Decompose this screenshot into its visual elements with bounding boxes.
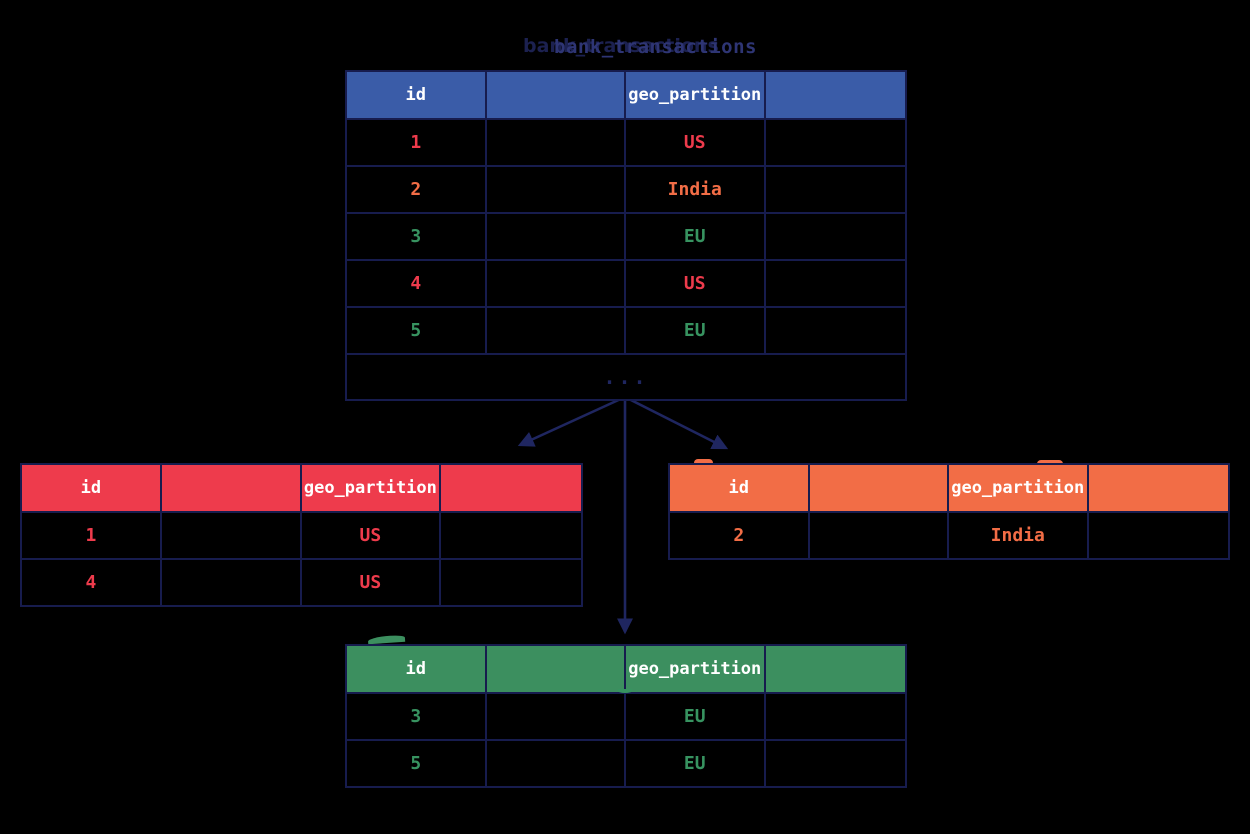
table-row: 1 US <box>22 513 581 560</box>
table-cell: EU <box>626 694 766 739</box>
column-header-empty <box>1089 465 1229 511</box>
table-cell: EU <box>626 741 766 786</box>
column-header-id: id <box>22 465 162 511</box>
column-header-id: id <box>347 72 487 118</box>
table-row: 4 US <box>22 560 581 605</box>
table-header-row: id geo_partition <box>347 72 905 120</box>
column-header-empty <box>766 72 906 118</box>
table-cell: 1 <box>347 120 487 165</box>
column-header-id: id <box>347 646 487 692</box>
ellipsis-cell: ... <box>603 365 649 389</box>
table-row: 5 EU <box>347 741 905 786</box>
table-cell <box>487 741 626 786</box>
table-cell: 4 <box>22 560 162 605</box>
table-row: 3 EU <box>347 214 905 261</box>
table-title-mono: bank_transactions <box>554 36 757 58</box>
table-cell: US <box>626 261 766 306</box>
table-cell <box>162 513 302 558</box>
column-header-empty <box>810 465 949 511</box>
ellipsis-row: ... <box>347 355 905 399</box>
table-cell <box>766 120 906 165</box>
table-row: 5 EU <box>347 308 905 355</box>
table-header-row: id geo_partition <box>347 646 905 694</box>
table-cell <box>487 214 626 259</box>
diagram-title: bank_transactions bank_transactions <box>0 0 1250 70</box>
table-cell <box>766 694 906 739</box>
hidden-icon-bump <box>367 634 406 645</box>
table-cell <box>487 120 626 165</box>
column-header-empty <box>487 72 626 118</box>
column-header-empty <box>441 465 581 511</box>
table-row: 3 EU <box>347 694 905 741</box>
table-cell: India <box>626 167 766 212</box>
table-row: 2 India <box>670 513 1228 558</box>
table-cell: 2 <box>670 513 810 558</box>
table-title-sans: bank_transactions <box>523 35 719 57</box>
table-cell: 5 <box>347 741 487 786</box>
column-header-empty <box>487 646 626 692</box>
table-cell <box>487 694 626 739</box>
table-cell <box>441 560 581 605</box>
table-cell: 5 <box>347 308 487 353</box>
table-cell: 2 <box>347 167 487 212</box>
hidden-icon-bump <box>1037 460 1063 464</box>
column-header-empty <box>162 465 302 511</box>
table-header-row: id geo_partition <box>22 465 581 513</box>
table-cell: EU <box>626 308 766 353</box>
table-cell <box>487 167 626 212</box>
arrow-to-india-partition <box>624 395 729 450</box>
table-header-row: id geo_partition <box>670 465 1228 513</box>
table-cell <box>766 167 906 212</box>
column-header-geo_partition: geo_partition <box>302 465 442 511</box>
table-cell: US <box>626 120 766 165</box>
table-row: 4 US <box>347 261 905 308</box>
hidden-icon-bump <box>694 459 713 463</box>
table-cell <box>766 214 906 259</box>
table-cell <box>766 308 906 353</box>
table-cell: 1 <box>22 513 162 558</box>
table-cell <box>162 560 302 605</box>
table-cell: EU <box>626 214 766 259</box>
column-header-geo_partition: geo_partition <box>626 72 766 118</box>
column-header-geo_partition: geo_partition <box>949 465 1089 511</box>
table-cell <box>766 741 906 786</box>
hidden-icon-bump <box>618 689 632 693</box>
column-header-empty <box>766 646 906 692</box>
arrow-to-us-partition <box>517 395 626 447</box>
table-row: 1 US <box>347 120 905 167</box>
table-cell <box>766 261 906 306</box>
table-cell: India <box>949 513 1089 558</box>
column-header-id: id <box>670 465 810 511</box>
table-cell: 4 <box>347 261 487 306</box>
table-cell <box>487 261 626 306</box>
table-cell <box>1089 513 1229 558</box>
table-cell <box>441 513 581 558</box>
column-header-geo_partition: geo_partition <box>626 646 766 692</box>
table-cell: 3 <box>347 694 487 739</box>
table-cell <box>487 308 626 353</box>
table-cell: US <box>302 513 442 558</box>
table-cell: US <box>302 560 442 605</box>
table-cell: 3 <box>347 214 487 259</box>
table-row: 2 India <box>347 167 905 214</box>
india-partition-table: id geo_partition 2 India <box>668 463 1230 560</box>
table-cell <box>810 513 949 558</box>
